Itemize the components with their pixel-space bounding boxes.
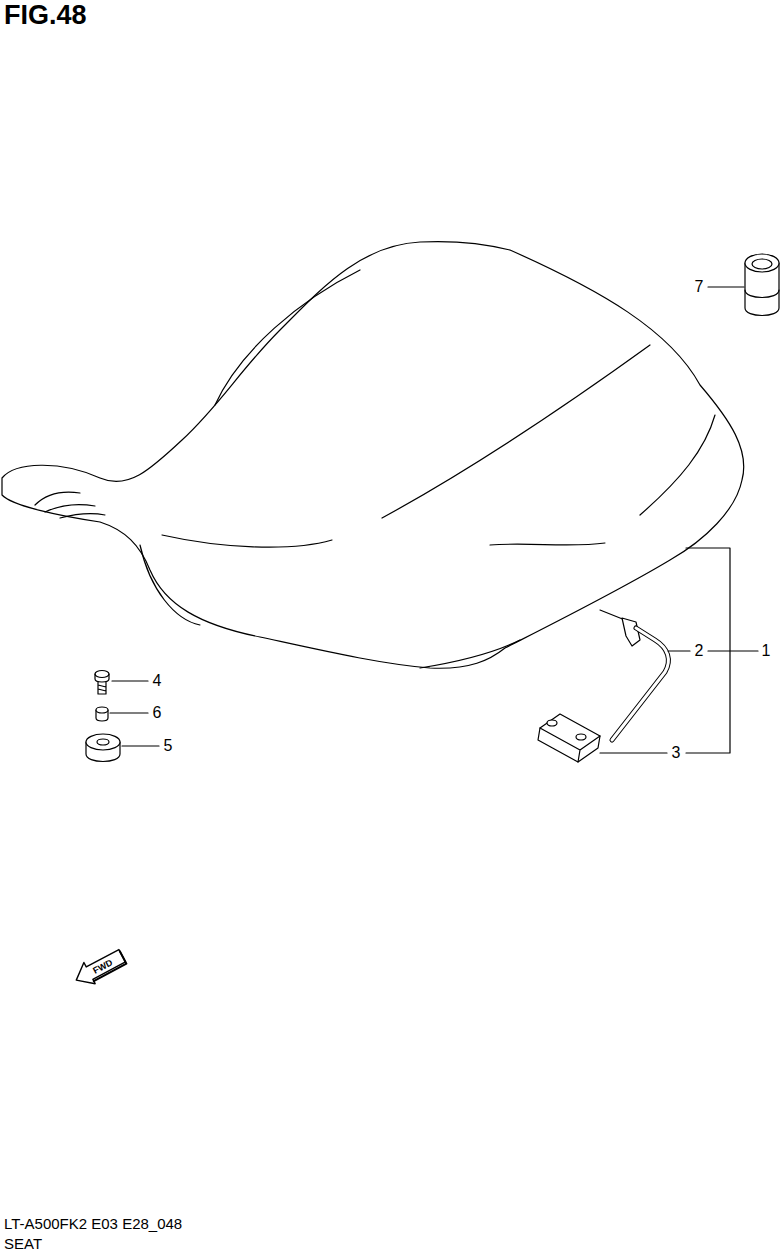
seat-contour <box>640 415 715 515</box>
part-group-name: SEAT <box>4 1236 42 1251</box>
seat-contour <box>140 545 200 625</box>
seat-contour <box>490 543 605 545</box>
seat-block <box>538 714 600 762</box>
seat-contour <box>215 270 360 405</box>
leader-line <box>668 650 690 651</box>
seat-block-knob <box>547 720 557 726</box>
grommet <box>97 739 109 745</box>
callout-number: 6 <box>153 705 162 721</box>
figure-title: FIG.48 <box>4 2 87 29</box>
seat-hook-bar <box>612 628 668 740</box>
seat-contour <box>382 345 650 518</box>
callout-number: 2 <box>695 643 704 659</box>
leader-line <box>708 650 758 651</box>
callout-number: 5 <box>164 738 173 754</box>
grommet <box>86 734 120 750</box>
seat-block-knob <box>576 734 586 740</box>
forward-arrow <box>71 945 128 991</box>
forward-arrow <box>71 945 128 991</box>
callout-number: 7 <box>695 279 704 295</box>
seat-hook <box>622 618 640 646</box>
seat-contour <box>162 535 332 547</box>
forward-arrow-shade <box>87 951 126 981</box>
seat-cushion <box>745 254 779 272</box>
leader-line <box>110 712 148 713</box>
seat-block <box>540 728 600 762</box>
seat-hook-bar <box>612 628 668 740</box>
seat-cushion <box>745 290 779 298</box>
bolt <box>95 674 109 694</box>
leader-line <box>122 745 159 746</box>
callout-number: 1 <box>762 643 771 659</box>
drawing-code: LT-A500FK2 E03 E28_048 <box>4 1216 182 1231</box>
leader-line <box>112 680 148 681</box>
callout-number: 3 <box>672 745 681 761</box>
leader-bracket <box>686 548 730 753</box>
leader-line <box>708 286 744 287</box>
seat-nose-detail <box>35 492 105 518</box>
seat-contour <box>420 640 520 668</box>
leader-line <box>600 752 667 753</box>
bolt <box>95 671 109 678</box>
seat-cushion <box>752 259 772 269</box>
forward-label: FWD <box>92 958 114 976</box>
seat-outline <box>2 242 744 669</box>
callout-number: 4 <box>153 673 162 689</box>
collar <box>96 707 108 713</box>
